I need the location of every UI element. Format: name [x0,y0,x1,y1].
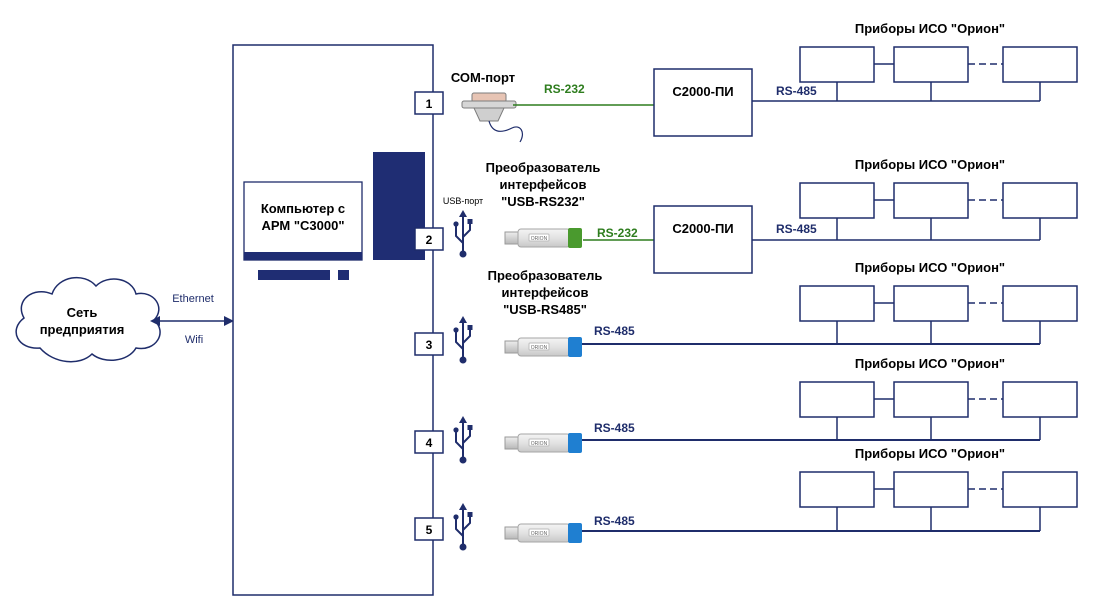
svg-text:ORION: ORION [531,531,548,537]
computer-label-line1: Компьютер с [261,201,345,216]
orion-device-5-2 [893,471,969,508]
orion-device-2-1 [799,182,875,219]
port-4-label: 4 [426,436,433,450]
port-3-label: 3 [426,338,433,352]
rs485-label-1: RS-485 [776,84,817,98]
ports: 1 2 3 4 5 [414,91,444,541]
com-port-connector: СОМ-порт [451,70,524,143]
converter-rs485-line3: "USB-RS485" [503,302,587,317]
usb-icon-port-3 [452,315,474,365]
orion-device-2-2 [893,182,969,219]
orion-device-2-3 [1002,182,1078,219]
orion-device-group-3: Приборы ИСО "Орион" RS-485 [582,260,1078,345]
converter-rs485-label: Преобразователь интерфейсов "USB-RS485" [488,268,603,317]
orion-device-1-2 [893,46,969,83]
orion-device-5-1 [799,471,875,508]
usb-rs232-converter: ORION [504,228,582,248]
svg-text:ORION: ORION [531,441,548,447]
converter-rs485-line2: интерфейсов [502,285,589,300]
orion-device-3-3 [1002,285,1078,322]
com-port-label: СОМ-порт [451,70,515,85]
converter-rs485-line1: Преобразователь [488,268,603,283]
c2000-pi-2: С2000-ПИ [653,205,753,274]
orion-device-1-3 [1002,46,1078,83]
computer-cabinet [232,44,434,596]
orion-device-group-1: Приборы ИСО "Орион" RS-485 [752,21,1078,102]
wifi-label: Wifi [185,334,203,346]
orion-device-5-3 [1002,471,1078,508]
converter-rs232-line2: интерфейсов [500,177,587,192]
device-group-title-3: Приборы ИСО "Орион" [855,260,1005,275]
network-link: Ethernet Wifi [150,293,234,346]
converter-rs232-line1: Преобразователь [486,160,601,175]
orion-device-1-1 [799,46,875,83]
converter-rs232-line3: "USB-RS232" [501,194,585,209]
orion-device-4-2 [893,381,969,418]
usb-rs485-converter-5: ORION [504,523,582,543]
svg-text:С2000-ПИ: С2000-ПИ [672,221,733,236]
rs485-label-3: RS-485 [594,324,635,338]
usb-icon-port-2 [452,209,474,259]
orion-device-group-4: Приборы ИСО "Орион" RS-485 [582,356,1078,441]
orion-device-4-1 [799,381,875,418]
orion-device-3-2 [893,285,969,322]
computer: Компьютер с АРМ "С3000" [243,152,425,280]
cloud-label-line1: Сеть [67,305,98,320]
orion-device-3-1 [799,285,875,322]
orion-device-group-5: Приборы ИСО "Орион" RS-485 [582,446,1078,532]
cloud-label-line2: предприятия [40,322,125,337]
usb-port-label: USB-порт [443,196,483,206]
usb-icon-port-5 [452,502,474,552]
device-group-title-2: Приборы ИСО "Орион" [855,157,1005,172]
svg-text:ORION: ORION [531,345,548,351]
usb-rs485-converter-3: ORION [504,337,582,357]
device-group-title-1: Приборы ИСО "Орион" [855,21,1005,36]
rs232-label-2: RS-232 [597,226,638,240]
device-group-title-5: Приборы ИСО "Орион" [855,446,1005,461]
port-2-label: 2 [426,233,433,247]
port-1-label: 1 [426,97,433,111]
svg-text:С2000-ПИ: С2000-ПИ [672,84,733,99]
usb-icon-port-4 [452,415,474,465]
port-5-label: 5 [426,523,433,537]
ethernet-label: Ethernet [172,293,214,305]
rs232-label-1: RS-232 [544,82,585,96]
orion-device-group-2: Приборы ИСО "Орион" RS-485 [752,157,1078,241]
usb-rs485-converter-4: ORION [504,433,582,453]
enterprise-network-cloud: Сеть предприятия [15,276,161,363]
svg-text:ORION: ORION [531,236,548,242]
c2000-pi-1: С2000-ПИ [653,68,753,137]
rs485-label-5: RS-485 [594,514,635,528]
orion-device-4-3 [1002,381,1078,418]
rs485-label-2: RS-485 [776,222,817,236]
device-group-title-4: Приборы ИСО "Орион" [855,356,1005,371]
computer-label-line2: АРМ "С3000" [262,218,345,233]
converter-rs232-label: Преобразователь интерфейсов "USB-RS232" [486,160,601,209]
rs485-label-4: RS-485 [594,421,635,435]
